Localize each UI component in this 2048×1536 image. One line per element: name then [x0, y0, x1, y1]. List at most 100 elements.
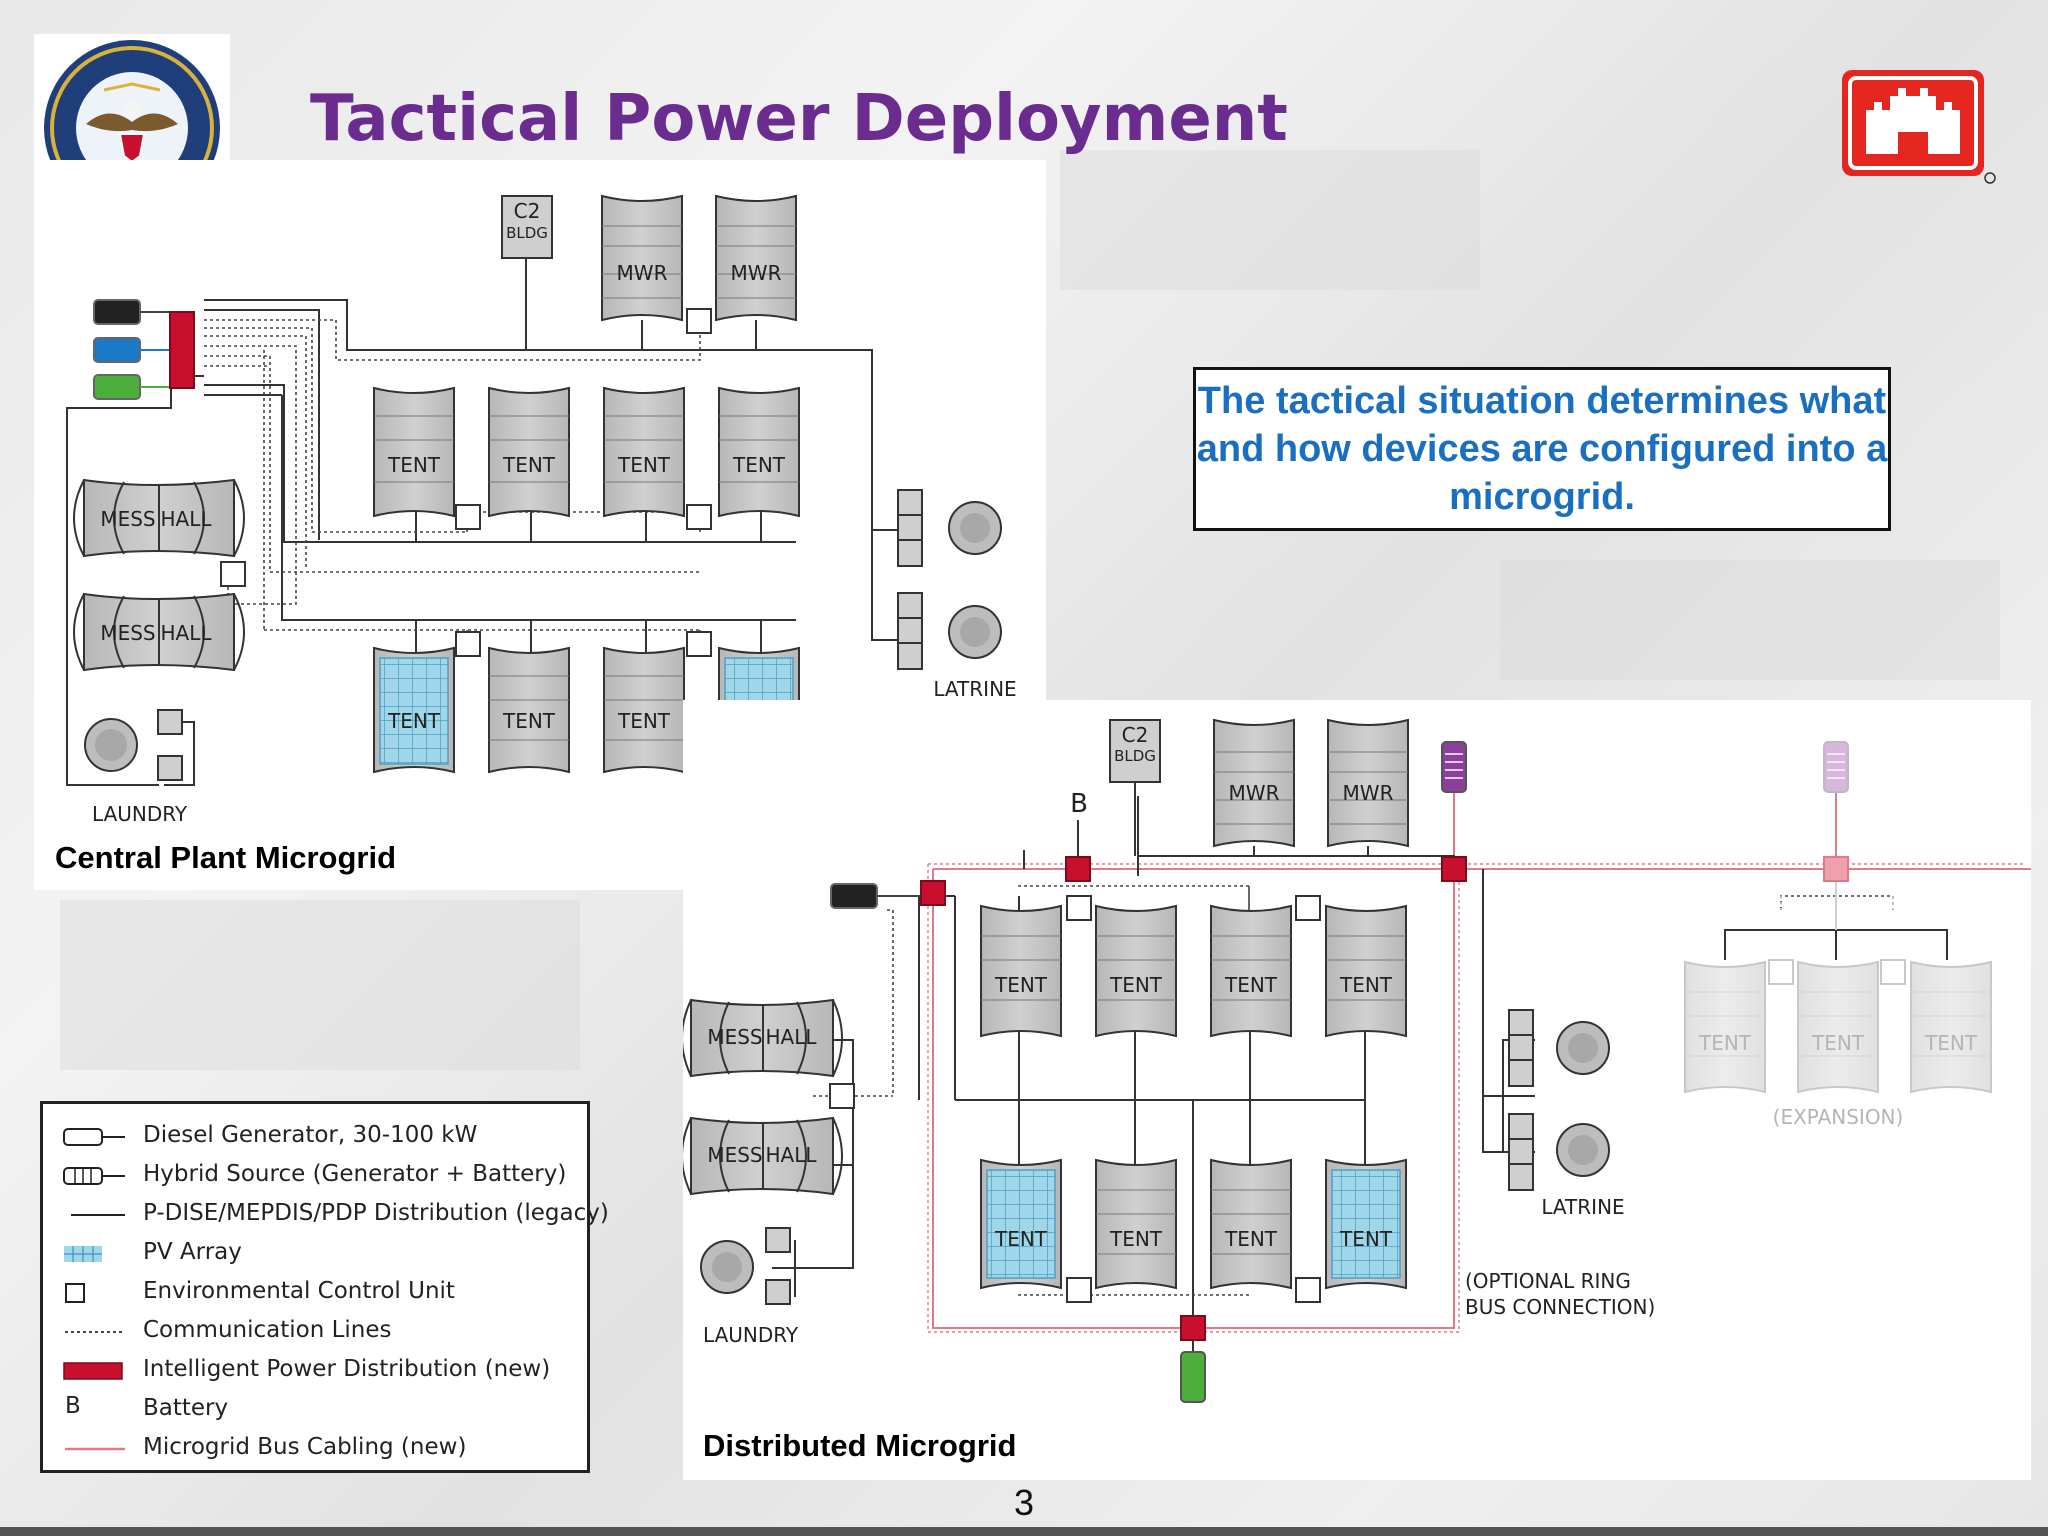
mess-hall: MESS HALL	[73, 592, 245, 672]
tent: TENT	[373, 386, 455, 518]
legend-item: Diesel Generator, 30-100 kW	[43, 1118, 587, 1154]
mess-hall: MESS HALL	[683, 1116, 843, 1196]
callout-box: The tactical situation determines what a…	[1193, 367, 1891, 531]
legend-item: Intelligent Power Distribution (new)	[43, 1352, 587, 1388]
expansion-tent: TENT	[1684, 960, 1766, 1094]
background-block	[1060, 150, 1480, 290]
svg-text:LAUNDRY: LAUNDRY	[703, 1323, 799, 1347]
central-plant-caption: Central Plant Microgrid	[55, 840, 397, 875]
svg-text:MESS: MESS	[707, 1143, 762, 1167]
tent: TENT	[1095, 904, 1177, 1038]
generator-black	[830, 883, 921, 909]
ecu-unit	[1066, 895, 1092, 921]
legend-item: B Battery	[65, 1393, 229, 1421]
ring-bus-note: (OPTIONAL RING	[1465, 1269, 1631, 1293]
latrine-unit: LATRINE	[897, 489, 1017, 701]
svg-text:TENT: TENT	[1698, 1031, 1752, 1055]
intelligent-power-distribution	[1180, 1315, 1206, 1341]
legend-item: Communication Lines	[65, 1317, 392, 1343]
svg-text:LATRINE: LATRINE	[1541, 1195, 1624, 1219]
svg-text:MWR: MWR	[731, 261, 782, 285]
legend-item: PV Array	[43, 1235, 587, 1271]
tent: TENT	[980, 904, 1062, 1038]
svg-text:TENT: TENT	[387, 453, 441, 477]
intelligent-power-distribution	[1065, 856, 1091, 882]
tent-with-pv-array: TENT	[1325, 1158, 1407, 1290]
page-number: 3	[1013, 1482, 1035, 1523]
generator-green	[93, 374, 170, 400]
svg-text:LATRINE: LATRINE	[933, 677, 1016, 701]
svg-text:TENT: TENT	[1924, 1031, 1978, 1055]
svg-text:BLDG: BLDG	[506, 224, 548, 242]
ecu-unit	[1066, 1277, 1092, 1303]
svg-text:MWR: MWR	[617, 261, 668, 285]
mwr-building: MWR	[601, 194, 683, 322]
expansion-tent: TENT	[1797, 960, 1879, 1094]
ecu-unit	[455, 631, 481, 657]
legend-item: Hybrid Source (Generator + Battery)	[43, 1157, 587, 1193]
svg-text:MWR: MWR	[1229, 781, 1280, 805]
svg-text:TENT: TENT	[1811, 1031, 1865, 1055]
background-block	[1500, 560, 2000, 680]
mwr-building: MWR	[1213, 718, 1295, 848]
tent-with-pv-array: TENT	[373, 646, 455, 774]
hybrid-source-expansion	[1823, 741, 1849, 793]
background-block	[60, 900, 580, 1070]
svg-text:TENT: TENT	[1224, 973, 1278, 997]
generator-blue	[93, 337, 170, 363]
laundry-unit: LAUNDRY	[700, 1227, 799, 1347]
laundry-unit: LAUNDRY	[84, 709, 188, 826]
ecu-unit-expansion	[1768, 959, 1794, 985]
ecu-unit	[829, 1083, 855, 1109]
svg-text:MESS: MESS	[707, 1025, 762, 1049]
expansion-label: (EXPANSION)	[1773, 1105, 1904, 1129]
tent: TENT	[1095, 1158, 1177, 1290]
svg-text:MWR: MWR	[1343, 781, 1394, 805]
svg-text:C2: C2	[514, 199, 541, 223]
svg-text:TENT: TENT	[502, 453, 556, 477]
ecu-unit-expansion	[1880, 959, 1906, 985]
ecu-unit	[1295, 1277, 1321, 1303]
mwr-building: MWR	[1327, 718, 1409, 848]
svg-text:TENT: TENT	[1339, 973, 1393, 997]
svg-text:BLDG: BLDG	[1114, 747, 1156, 765]
ecu-unit	[686, 308, 712, 334]
battery-label: B	[1070, 789, 1088, 819]
expansion-tent: TENT	[1910, 960, 1992, 1094]
svg-text:HALL: HALL	[160, 507, 212, 531]
svg-text:TENT: TENT	[387, 709, 441, 733]
c2-building: C2 BLDG	[501, 195, 553, 259]
svg-text:MESS: MESS	[100, 621, 155, 645]
svg-text:TENT: TENT	[994, 1227, 1048, 1251]
mess-hall: MESS HALL	[73, 478, 245, 558]
tent: TENT	[718, 386, 800, 518]
svg-text:TENT: TENT	[1109, 1227, 1163, 1251]
tent: TENT	[603, 646, 685, 774]
tent: TENT	[1325, 904, 1407, 1038]
hybrid-source	[1441, 741, 1467, 793]
svg-text:MESS: MESS	[100, 507, 155, 531]
intelligent-power-distribution	[920, 880, 946, 906]
svg-text:TENT: TENT	[617, 453, 671, 477]
usace-castle-logo	[1838, 66, 1998, 186]
ecu-unit	[686, 504, 712, 530]
svg-text:HALL: HALL	[765, 1025, 817, 1049]
svg-text:TENT: TENT	[1339, 1227, 1393, 1251]
mwr-building: MWR	[715, 194, 797, 322]
tent: TENT	[1210, 904, 1292, 1038]
tent: TENT	[1210, 1158, 1292, 1290]
intelligent-power-distribution	[169, 311, 195, 389]
distributed-caption: Distributed Microgrid	[703, 1428, 1017, 1463]
tent: TENT	[603, 386, 685, 518]
mess-hall: MESS HALL	[683, 998, 843, 1078]
svg-text:TENT: TENT	[994, 973, 1048, 997]
svg-text:TENT: TENT	[617, 709, 671, 733]
svg-text:HALL: HALL	[160, 621, 212, 645]
legend-item: P-DISE/MEPDIS/PDP Distribution (legacy)	[71, 1200, 609, 1226]
svg-text:TENT: TENT	[1109, 973, 1163, 997]
svg-text:TENT: TENT	[502, 709, 556, 733]
legend-item: Environmental Control Unit	[43, 1274, 587, 1310]
svg-text:HALL: HALL	[765, 1143, 817, 1167]
generator-green	[1180, 1351, 1206, 1403]
intelligent-power-distribution	[1441, 856, 1467, 882]
